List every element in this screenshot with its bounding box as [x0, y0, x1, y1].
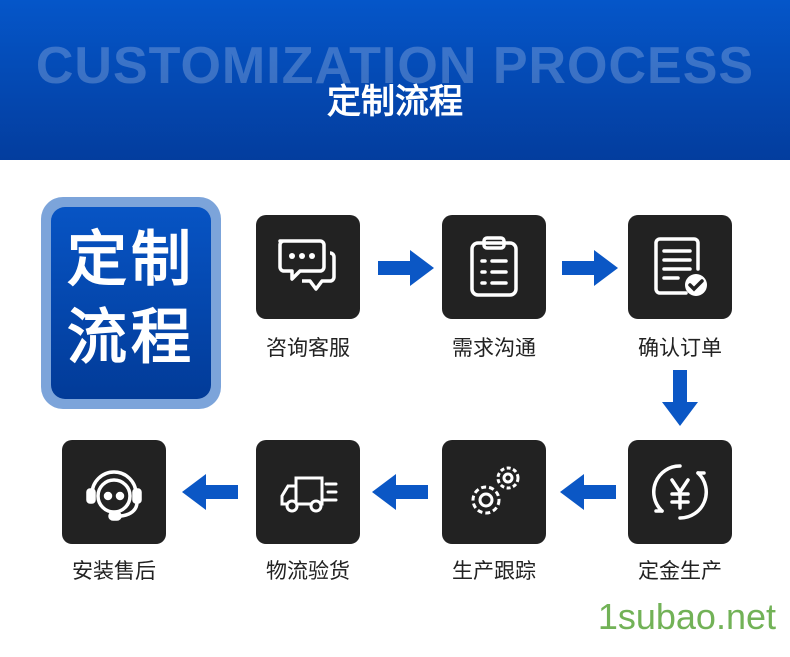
gears-icon [471, 466, 520, 515]
arrow-left-icon [560, 474, 616, 510]
step-logistics [256, 440, 360, 544]
step-communicate [442, 215, 546, 319]
arrow-down-icon [662, 370, 698, 426]
step-confirm-order [628, 215, 732, 319]
arrow-left-icon [372, 474, 428, 510]
step-label: 确认订单 [638, 336, 722, 360]
step-label: 需求沟通 [452, 336, 536, 360]
arrow-left-icon [182, 474, 238, 510]
watermark: 1subao.net [597, 596, 776, 637]
truck-icon [280, 476, 338, 513]
badge-line-1: 定制 [67, 225, 195, 295]
yen-icon [652, 464, 708, 520]
headset-icon [86, 470, 142, 521]
step-consult [256, 215, 360, 319]
order-check-icon [654, 237, 707, 296]
arrow-right-icon [378, 250, 434, 286]
badge-line-2: 流程 [67, 303, 195, 373]
step-tracking [442, 440, 546, 544]
process-badge: 定制 流程 [41, 197, 221, 409]
step-label: 咨询客服 [266, 336, 350, 360]
page-title: 定制流程 [327, 82, 463, 122]
header-banner: CUSTOMIZATION PROCESS 定制流程 [0, 0, 790, 160]
step-label: 安装售后 [72, 559, 156, 583]
step-label: 定金生产 [638, 559, 722, 583]
step-deposit-production [628, 440, 732, 544]
arrow-right-icon [562, 250, 618, 286]
english-title: CUSTOMIZATION PROCESS [35, 37, 755, 95]
chat-icon [278, 239, 336, 291]
step-label: 生产跟踪 [452, 559, 536, 583]
step-after-sales [62, 440, 166, 544]
clipboard-icon [470, 236, 518, 297]
step-label: 物流验货 [266, 559, 350, 583]
